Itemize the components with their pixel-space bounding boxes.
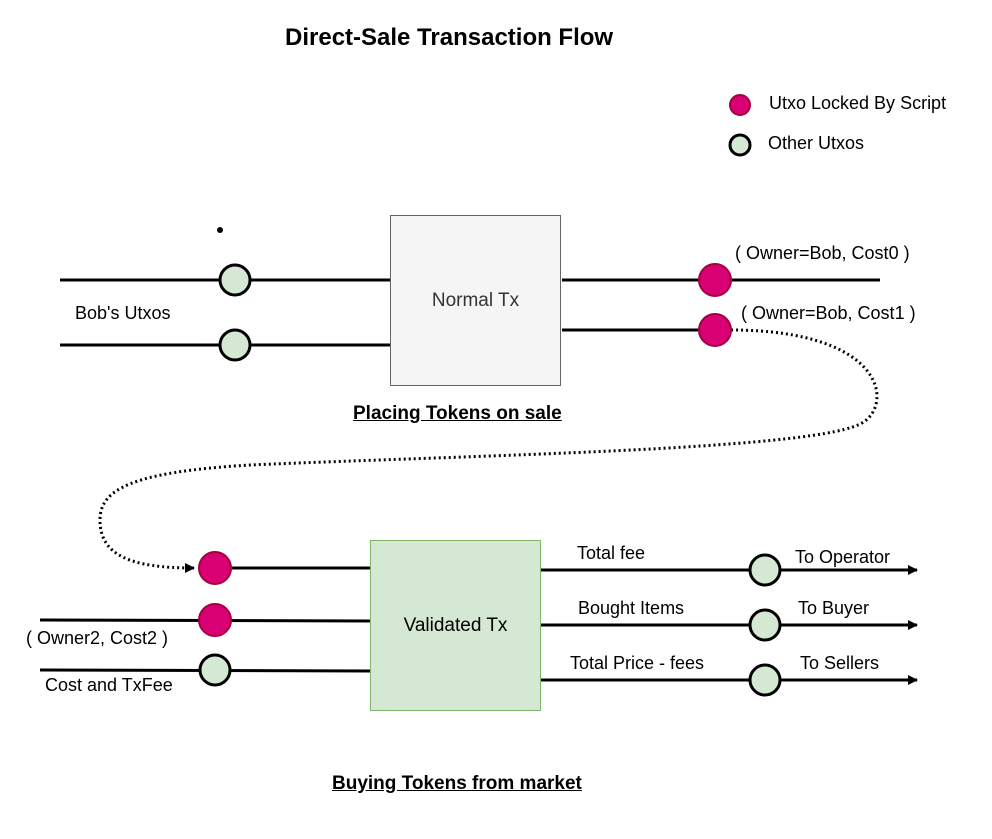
placing-tokens-heading: Placing Tokens on sale (353, 403, 562, 424)
locked-utxo-cost0 (698, 263, 732, 297)
fee-utxo-input (198, 653, 232, 687)
bought-items-label: Bought Items (578, 598, 685, 618)
normal-tx-box: Normal Tx (390, 215, 561, 386)
stray-dot (217, 227, 223, 233)
legend-other-utxo-icon (728, 133, 752, 157)
owner2-cost2-label: ( Owner2, Cost2 ) (26, 628, 169, 648)
normal-tx-label: Normal Tx (431, 289, 520, 311)
legend-locked-label: Utxo Locked By Script (769, 93, 947, 113)
bob-utxo-2 (218, 328, 252, 362)
to-operator-label: To Operator (795, 547, 891, 567)
validated-tx-label: Validated Tx (403, 614, 508, 636)
operator-utxo-output (748, 553, 782, 587)
buyer-utxo-output (748, 608, 782, 642)
buying-tokens-heading: Buying Tokens from market (332, 773, 582, 794)
to-buyer-label: To Buyer (798, 598, 870, 618)
legend-other-label: Other Utxos (768, 133, 865, 153)
bob-utxo-1 (218, 263, 252, 297)
bobs-utxos-label: Bob's Utxos (75, 303, 171, 323)
to-sellers-label: To Sellers (800, 653, 880, 673)
locked-utxo-input-cost2 (198, 603, 232, 637)
output-cost1-label: ( Owner=Bob, Cost1 ) (741, 303, 916, 323)
total-price-fees-label: Total Price - fees (570, 653, 705, 673)
dotted-connector-arrow (98, 328, 879, 573)
locked-utxo-cost1 (698, 313, 732, 347)
validated-tx-box: Validated Tx (370, 540, 541, 711)
page-title: Direct-Sale Transaction Flow (285, 24, 614, 51)
sellers-utxo-output (748, 663, 782, 697)
cost-txfee-label: Cost and TxFee (45, 675, 173, 695)
legend-locked-utxo-icon (729, 94, 751, 116)
locked-utxo-input-cost1 (198, 551, 232, 585)
output-cost0-label: ( Owner=Bob, Cost0 ) (735, 243, 910, 263)
total-fee-label: Total fee (577, 543, 646, 563)
